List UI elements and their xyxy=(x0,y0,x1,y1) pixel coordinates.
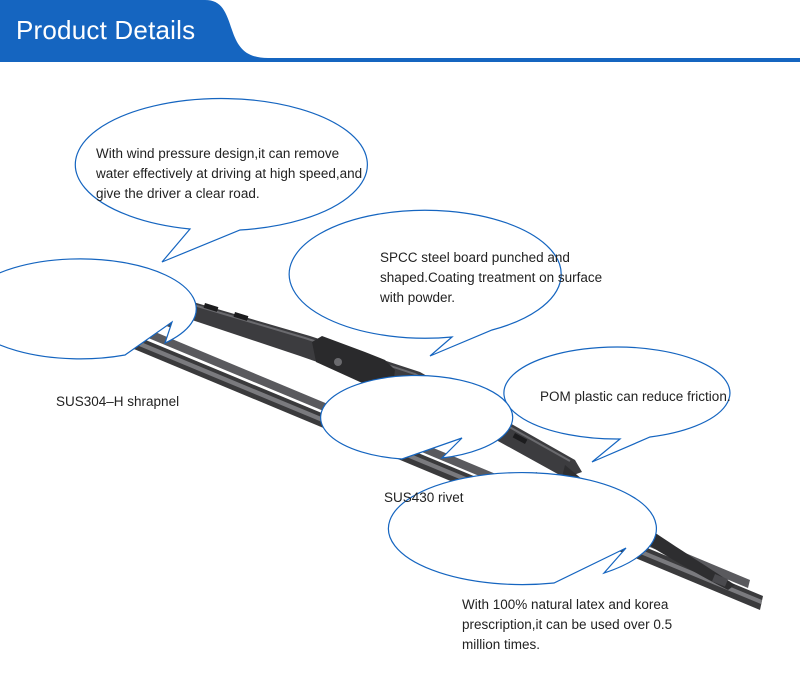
main-frame xyxy=(145,288,582,478)
page-title: Product Details xyxy=(16,15,196,45)
callout-sus430: SUS430 rivet xyxy=(384,490,464,505)
bubble-wind-pressure xyxy=(74,97,368,263)
callout-bubbles xyxy=(0,97,731,586)
bubble-sus430 xyxy=(320,374,514,460)
callout-spcc-steel: SPCC steel board punched and shaped.Coat… xyxy=(380,250,603,305)
header-banner xyxy=(0,0,800,62)
center-adapter xyxy=(312,336,395,392)
bubble-pom-plastic xyxy=(503,346,731,463)
callout-natural-latex: With 100% natural latex and korea prescr… xyxy=(462,597,673,652)
bubble-natural-latex xyxy=(387,471,657,586)
callout-pom-plastic: POM plastic can reduce friction. xyxy=(540,389,731,404)
bubble-spcc-steel xyxy=(288,209,562,357)
bubble-sus304 xyxy=(0,258,197,360)
callout-sus304: SUS304–H shrapnel xyxy=(56,394,180,409)
callout-wind-pressure: With wind pressure design,it can remove … xyxy=(96,146,363,201)
